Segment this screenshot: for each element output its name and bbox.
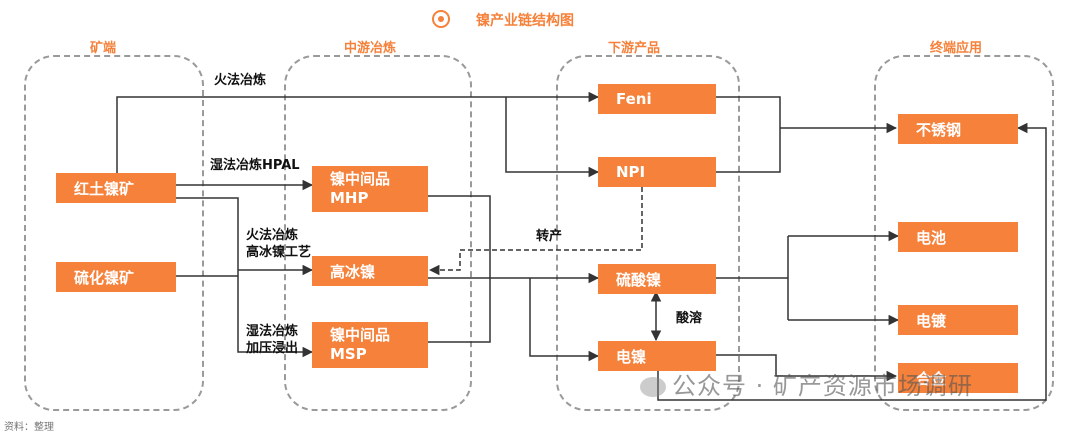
- node-msp: 镍中间品 MSP: [312, 322, 428, 368]
- node-mhp: 镍中间品 MHP: [312, 166, 428, 212]
- group-applications: [874, 55, 1054, 411]
- node-plating: 电镀: [898, 305, 1018, 335]
- group-smelting: [284, 55, 472, 411]
- label-matte-process-line2: 高冰镍工艺: [246, 245, 312, 260]
- label-convert: 转产: [536, 229, 563, 244]
- node-nickel-sulfate: 硫酸镍: [598, 264, 716, 294]
- watermark-text: 公众号 · 矿产资源市场调研: [672, 372, 973, 400]
- node-sulfide-ore: 硫化镍矿: [56, 262, 176, 292]
- source-note: 资料：整理: [4, 422, 54, 433]
- node-nickel-matte: 高冰镍: [312, 256, 428, 286]
- node-laterite-ore: 红土镍矿: [56, 173, 176, 203]
- label-hpal: 湿法冶炼HPAL: [210, 158, 300, 173]
- wechat-icon: [640, 377, 666, 397]
- node-electrolytic-nickel: 电镍: [598, 341, 716, 371]
- node-msp-line2: MSP: [330, 345, 367, 363]
- label-pyro-smelting: 火法冶炼: [214, 73, 267, 88]
- watermark: 公众号 · 矿产资源市场调研: [640, 366, 973, 401]
- node-battery: 电池: [898, 222, 1018, 252]
- label-pressure-leach: 湿法冶炼 加压浸出: [246, 323, 298, 357]
- target-icon: [432, 10, 450, 28]
- column-label-applications: 终端应用: [930, 41, 983, 56]
- column-label-mine: 矿端: [90, 41, 117, 56]
- node-alloy: 合金: [898, 363, 1018, 393]
- node-mhp-line1: 镍中间品: [330, 170, 391, 188]
- node-msp-line1: 镍中间品: [330, 326, 391, 344]
- label-pressure-leach-line1: 湿法冶炼: [246, 324, 299, 339]
- node-mhp-line2: MHP: [330, 189, 369, 207]
- diagram-title: 镍产业链结构图: [0, 10, 1080, 32]
- group-mine: [24, 55, 204, 411]
- column-label-smelting: 中游冶炼: [344, 41, 397, 56]
- column-label-products: 下游产品: [608, 41, 661, 56]
- label-matte-process-line1: 火法冶炼: [246, 228, 299, 243]
- label-pressure-leach-line2: 加压浸出: [246, 341, 299, 356]
- label-acid-dissolve: 酸溶: [676, 311, 703, 326]
- node-stainless-steel: 不锈钢: [898, 114, 1018, 144]
- title-text: 镍产业链结构图: [476, 13, 574, 29]
- node-npi: NPI: [598, 157, 716, 187]
- group-products: [556, 55, 740, 411]
- label-matte-process: 火法冶炼 高冰镍工艺: [246, 227, 311, 261]
- node-feni: Feni: [598, 84, 716, 114]
